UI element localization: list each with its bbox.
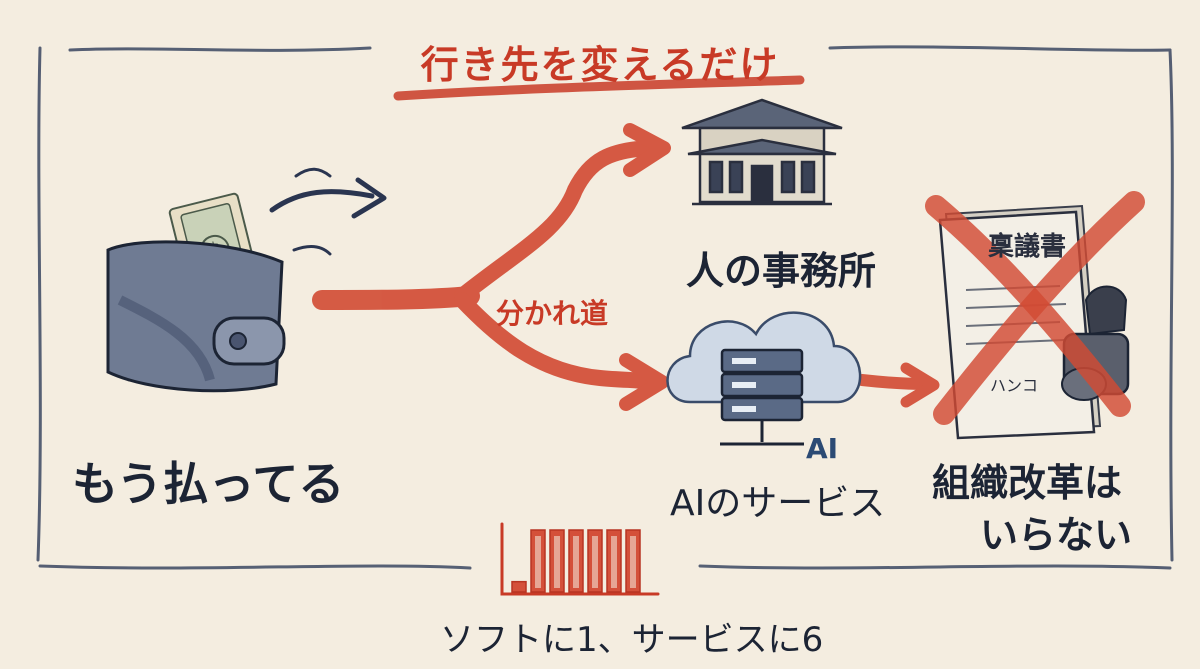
branch-label: 分かれ道 [496, 297, 609, 330]
ai-badge: AI [806, 432, 839, 465]
chart-axis [500, 522, 660, 596]
crossed-document-icon [925, 191, 1145, 440]
ratio-bar-1 [511, 580, 527, 593]
already-paid-caption: もう払ってる [72, 457, 345, 511]
ratio-bar-highlight-5 [592, 536, 598, 588]
ai-server-cloud-icon [666, 311, 862, 446]
ratio-bar-highlight-6 [611, 536, 617, 588]
fork-arrows [312, 123, 940, 411]
arrow-to-reform [856, 374, 932, 390]
title-underline [393, 75, 805, 101]
no-reform-caption-line2: いらない [980, 513, 1133, 557]
document-title: 稟議書 [988, 232, 1067, 262]
wallet-money-icon: $ [106, 167, 387, 393]
ratio-bar-chart [500, 522, 660, 596]
ratio-caption: ソフトに1、サービスに6 [440, 620, 824, 660]
arrow-to-ai [454, 292, 664, 390]
ai-service-caption: AIのサービス [670, 483, 886, 524]
page-title: 行き先を変えるだけ [420, 42, 780, 87]
frame [36, 45, 1174, 570]
arrow-to-office [454, 140, 658, 304]
ratio-bar-highlight-4 [573, 536, 579, 588]
ratio-bar-highlight-3 [554, 536, 560, 588]
office-building-icon [681, 98, 843, 206]
ratio-bar-highlight-2 [535, 536, 541, 588]
stamp-label: ハンコ [990, 376, 1039, 395]
no-reform-caption-line1: 組織改革は [932, 461, 1123, 505]
ratio-bar-highlight-7 [630, 536, 636, 588]
office-caption: 人の事務所 [686, 249, 877, 293]
